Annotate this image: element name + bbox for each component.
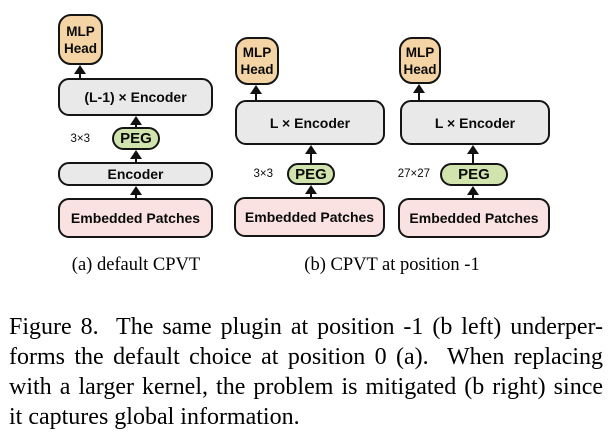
arrow-shaft (134, 156, 138, 162)
arrow-head-icon (467, 145, 479, 154)
arrow-up-icon (413, 84, 425, 100)
encoder-stack-box: (L-1) × Encoder (58, 78, 213, 116)
arrow-shaft (78, 71, 82, 78)
arrow-head-icon (130, 186, 142, 195)
figure-caption: Figure 8. The same plugin at position -1… (9, 312, 603, 432)
encoder-box: Encoder (58, 162, 213, 186)
arrow-up-icon (467, 186, 479, 198)
arrow-shaft (471, 151, 475, 163)
arrow-head-icon (305, 185, 317, 194)
arrow-up-icon (250, 85, 262, 100)
peg-box: PEG (287, 163, 335, 185)
kernel-size-label: 3×3 (253, 168, 273, 180)
embedded-patches-box: Embedded Patches (58, 198, 213, 238)
arrow-shaft (254, 91, 258, 100)
arrow-head-icon (305, 145, 317, 154)
arrow-head-icon (467, 186, 479, 195)
figure-caption-line: it captures global information. (9, 404, 300, 430)
figure-caption-line: Figure 8. The same plugin at position -1… (9, 314, 603, 340)
encoder-stack-box: L × Encoder (235, 100, 385, 145)
arrow-shaft (134, 192, 138, 198)
peg-box: PEG (440, 163, 508, 186)
arrow-shaft (417, 90, 421, 100)
arrow-head-icon (130, 116, 142, 125)
arrow-up-icon (74, 65, 86, 78)
figure-caption-line: with a larger kernel, the problem is mit… (9, 374, 603, 400)
arrow-shaft (309, 191, 313, 197)
arrow-up-icon (130, 116, 142, 127)
mlp-head-box: MLP Head (58, 14, 103, 65)
subcaption-b: (b) CPVT at position -1 (304, 255, 480, 275)
subcaption-a: (a) default CPVT (71, 255, 201, 275)
arrow-up-icon (305, 145, 317, 163)
kernel-size-label: 27×27 (397, 168, 430, 180)
arrow-shaft (134, 122, 138, 127)
figure-caption-line: forms the default choice at position 0 (… (9, 344, 603, 370)
mlp-head-box: MLP Head (235, 37, 279, 85)
embedded-patches-box: Embedded Patches (234, 197, 385, 237)
encoder-stack-box: L × Encoder (400, 100, 550, 145)
arrow-head-icon (74, 65, 86, 74)
arrow-head-icon (413, 84, 425, 93)
arrow-shaft (309, 151, 313, 163)
arrow-head-icon (250, 85, 262, 94)
embedded-patches-box: Embedded Patches (398, 198, 550, 238)
mlp-head-box: MLP Head (399, 37, 441, 84)
peg-box: PEG (112, 127, 160, 150)
arrow-up-icon (305, 185, 317, 197)
arrow-up-icon (467, 145, 479, 163)
kernel-size-label: 3×3 (70, 133, 90, 145)
arrow-head-icon (130, 150, 142, 159)
arrow-up-icon (130, 150, 142, 162)
arrow-shaft (471, 192, 475, 198)
arrow-up-icon (130, 186, 142, 198)
